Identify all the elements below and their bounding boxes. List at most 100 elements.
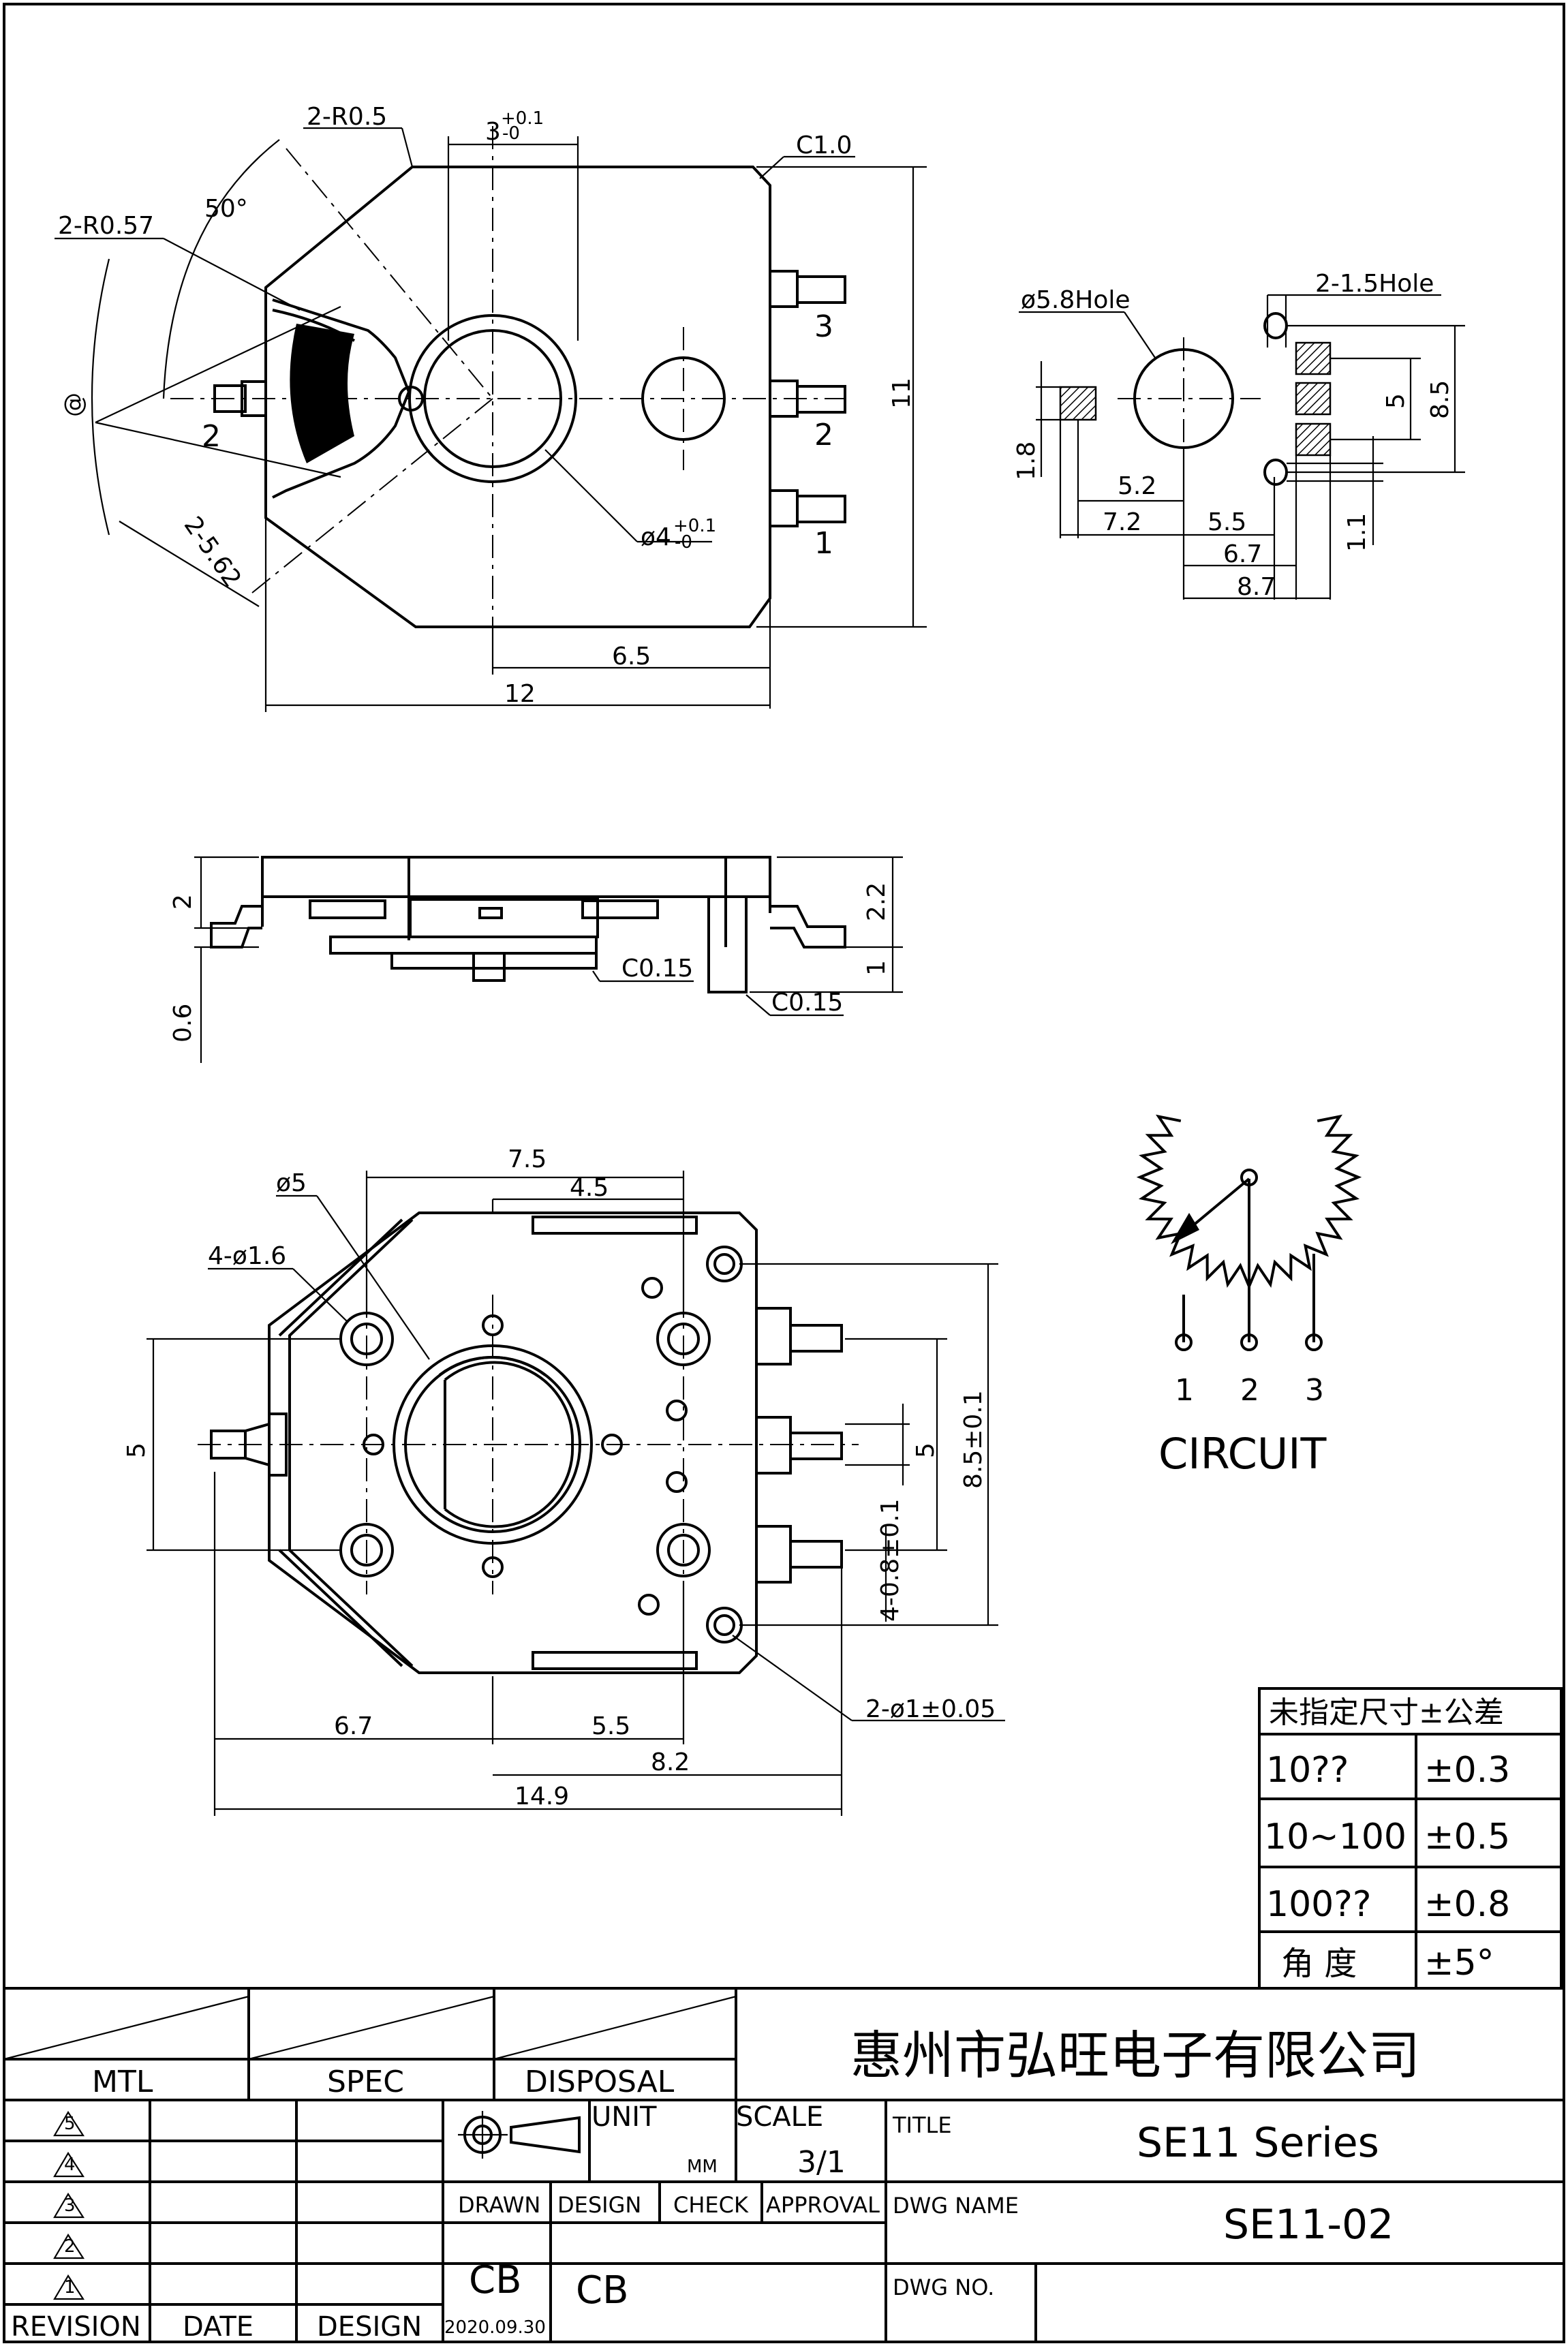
dim-angle-50: 50°	[204, 195, 248, 223]
rev-5: 5	[64, 2114, 76, 2134]
side-c015b: C0.15	[771, 989, 843, 1017]
bottom-view: 7.5 4.5 ø5 4-ø1.6 5 5 8.5±0.1 4-0.8±0.1 …	[123, 1145, 1005, 1816]
drawn-value: CB	[469, 2258, 522, 2302]
circuit-symbol: 1 2 3 CIRCUIT	[1136, 1114, 1362, 1479]
title-value: SE11 Series	[1137, 2119, 1379, 2167]
circuit-label: CIRCUIT	[1158, 1429, 1327, 1479]
dwg-name-value: SE11-02	[1223, 2201, 1394, 2249]
bot-d1: 2-ø1±0.05	[865, 1695, 996, 1723]
title-label: TITLE	[892, 2112, 952, 2138]
title-block: MTL SPEC DISPOSAL 惠州市弘旺电子有限公司 5 4 3 2 1 …	[3, 1987, 1564, 2343]
dim-3-tol-up: +0.1	[501, 108, 544, 129]
dim-r562: 2-5.62	[179, 512, 247, 593]
sheet-border	[3, 3, 1565, 2343]
bot-d75: 7.5	[508, 1145, 547, 1173]
scale-value: 3/1	[797, 2145, 846, 2180]
pin-3	[769, 270, 846, 308]
scale-label: SCALE	[736, 2101, 823, 2133]
pad-d87: 8.7	[1237, 573, 1276, 601]
design2-label: DESIGN	[557, 2192, 641, 2218]
bot-d08: 4-0.8±0.1	[876, 1498, 904, 1622]
approval-label: APPROVAL	[766, 2192, 880, 2218]
circuit-pin-2: 2	[1240, 1373, 1259, 1408]
dim-d4: ø4	[641, 523, 671, 551]
bot-d85: 8.5±0.1	[959, 1390, 987, 1489]
tol-value-4: ±5°	[1424, 1943, 1494, 1984]
side-d1: 1	[863, 960, 891, 976]
design-label: DESIGN	[317, 2311, 422, 2343]
mtl-label: MTL	[92, 2065, 153, 2099]
tol-range-1: 10??	[1266, 1750, 1349, 1791]
unit-value: MM	[687, 2157, 718, 2177]
dim-65: 6.5	[612, 643, 651, 670]
dim-12: 12	[504, 680, 536, 708]
tol-value-1: ±0.3	[1424, 1750, 1510, 1791]
side-d06: 0.6	[169, 1004, 197, 1043]
pin-1	[769, 489, 846, 527]
tolerance-table: 未指定尺寸±公差 10?? ±0.3 10~100 ±0.5 100?? ±0.…	[1258, 1687, 1563, 1990]
dim-d4-tol-up: +0.1	[673, 516, 716, 536]
rev-3: 3	[64, 2195, 76, 2216]
revision-triangle-icon	[53, 2151, 85, 2178]
dim-r05: 2-R0.5	[307, 103, 387, 131]
bot-d149: 14.9	[514, 1782, 569, 1810]
tol-range-4: 角 度	[1281, 1945, 1357, 1983]
bot-d5: 5	[123, 1442, 151, 1458]
tol-range-3: 100??	[1266, 1884, 1371, 1925]
dim-3: 3	[485, 118, 501, 146]
pin-label-2: 2	[814, 418, 833, 452]
side-d22: 2.2	[863, 882, 891, 921]
pin-label-3: 3	[814, 309, 833, 344]
tol-value-3: ±0.8	[1424, 1884, 1510, 1925]
dwg-name-label: DWG NAME	[893, 2193, 1019, 2219]
pin-label-1: 1	[814, 526, 833, 561]
date-label: DATE	[183, 2311, 253, 2343]
drawn-date: 2020.09.30	[444, 2317, 546, 2338]
pad-d85: 8.5	[1426, 380, 1454, 419]
spec-label: SPEC	[327, 2065, 404, 2099]
bot-d5hole: ø5	[276, 1169, 307, 1197]
dim-r057: 2-R0.57	[58, 212, 154, 240]
rev-2: 2	[64, 2236, 76, 2257]
dim-angle-sym: @	[60, 392, 88, 417]
bot-d16: 4-ø1.6	[208, 1242, 286, 1270]
pin-2-left	[213, 380, 267, 417]
side-c015a: C0.15	[621, 955, 693, 983]
pad-d67: 6.7	[1223, 540, 1262, 568]
pad-hole58: ø5.8Hole	[1021, 286, 1131, 314]
circuit-pin-3: 3	[1305, 1373, 1324, 1408]
disposal-label: DISPOSAL	[525, 2065, 675, 2099]
pad-d72: 7.2	[1103, 508, 1141, 536]
pad-d52: 5.2	[1118, 472, 1156, 500]
side-d2: 2	[169, 894, 197, 910]
revision-triangle-icon	[53, 2192, 85, 2219]
dim-d4-tol-dn: -0	[675, 532, 692, 553]
pad-hole15: 2-1.5Hole	[1315, 270, 1434, 298]
revision-triangle-icon	[53, 2110, 85, 2137]
tol-range-2: 10~100	[1264, 1817, 1406, 1857]
company-name: 惠州市弘旺电子有限公司	[850, 2025, 1420, 2086]
tol-header: 未指定尺寸±公差	[1269, 1695, 1504, 1730]
pin-2-right	[769, 380, 846, 418]
unit-label: UNIT	[591, 2101, 657, 2133]
bot-d55: 5.5	[591, 1712, 630, 1740]
revision-triangle-icon	[53, 2274, 85, 2300]
bot-d45: 4.5	[570, 1174, 609, 1202]
bot-d67: 6.7	[334, 1712, 373, 1740]
dim-3-tol-dn: -0	[502, 123, 520, 144]
tol-value-2: ±0.5	[1424, 1817, 1510, 1857]
revision-triangle-icon	[53, 2233, 85, 2259]
pad-d55: 5.5	[1208, 508, 1246, 536]
pad-view: ø5.8Hole 2-1.5Hole 1.8 5.2 7.2 5.5 6.7 8…	[1013, 270, 1465, 601]
design-value: CB	[576, 2268, 629, 2313]
dim-c10: C1.0	[796, 132, 852, 159]
pad-d18: 1.8	[1013, 442, 1041, 480]
circuit-pin-1: 1	[1175, 1373, 1194, 1408]
drawn-label: DRAWN	[458, 2192, 540, 2218]
revision-label: REVISION	[11, 2311, 141, 2343]
bot-d82: 8.2	[651, 1748, 690, 1776]
dwg-no-label: DWG NO.	[893, 2274, 994, 2300]
pad-d11: 1.1	[1343, 513, 1371, 552]
rev-1: 1	[64, 2277, 76, 2298]
